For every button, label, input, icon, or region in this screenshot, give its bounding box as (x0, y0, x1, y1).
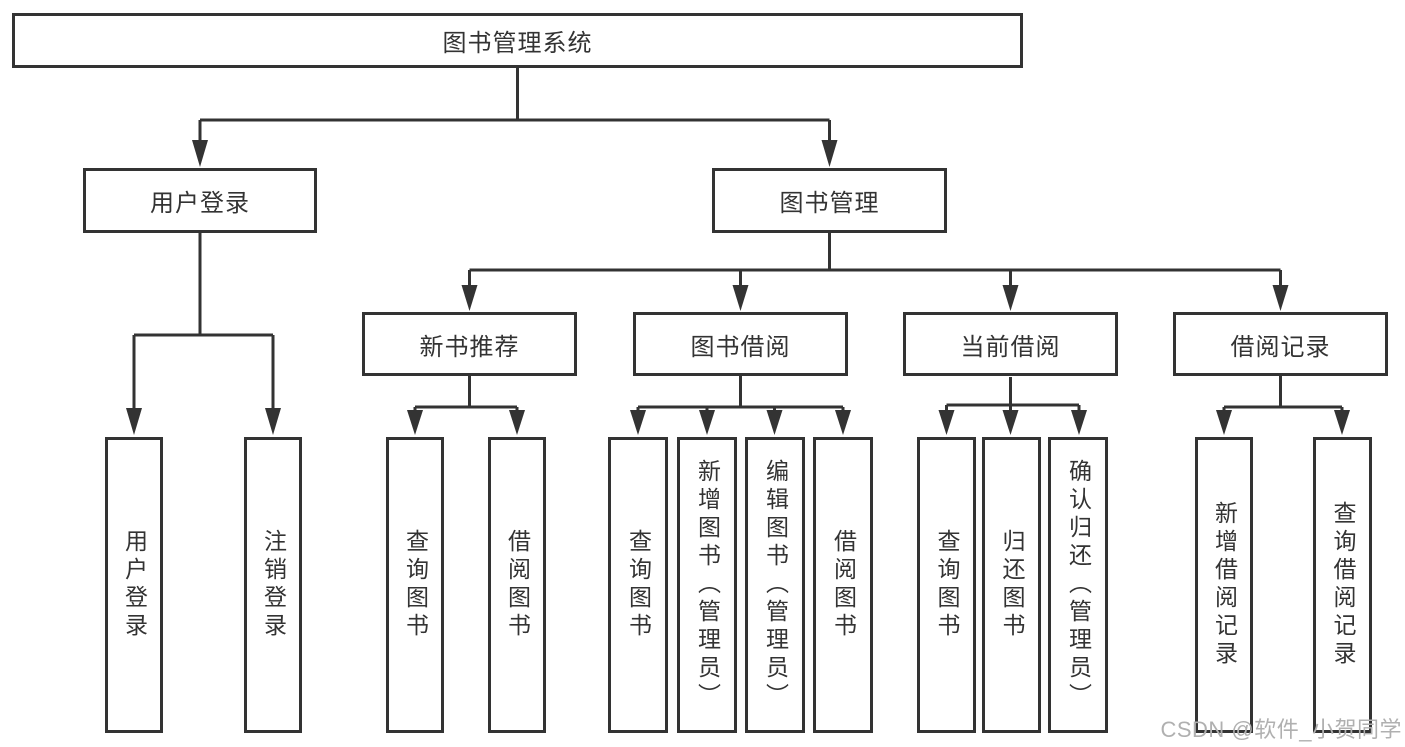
csdn-watermark: CSDN @软件_小贺同学 (1160, 717, 1402, 742)
leaf-logout: 注销登录 (244, 437, 302, 733)
node-label: 图书管理 (779, 190, 880, 217)
leaf-label: 借阅图书 (504, 529, 531, 641)
node-borrow-records: 借阅记录 (1173, 312, 1388, 376)
leaf-label: 查询图书 (402, 529, 429, 641)
node-label: 图书借阅 (690, 333, 791, 361)
leaf-current-query-books: 查询图书 (917, 437, 976, 733)
node-book-borrowing: 图书借阅 (633, 312, 848, 376)
leaf-user-login: 用户登录 (105, 437, 163, 733)
node-label: 新书推荐 (419, 333, 520, 361)
leaf-label: 查询图书 (934, 529, 960, 641)
leaf-label: 新增借阅记录 (1211, 501, 1238, 669)
leaf-borrowing-query-books: 查询图书 (608, 437, 668, 733)
leaf-newbooks-borrow-books: 借阅图书 (488, 437, 546, 733)
node-label: 图书管理系统 (442, 30, 593, 57)
node-library-system: 图书管理系统 (12, 13, 1023, 68)
node-book-management: 图书管理 (712, 168, 947, 233)
leaf-label: 确认归还（管理员） (1065, 459, 1092, 711)
node-current-borrowing: 当前借阅 (903, 312, 1118, 376)
leaf-records-add-borrow-record: 新增借阅记录 (1195, 437, 1253, 733)
leaf-borrowing-edit-books-admin: 编辑图书（管理员） (745, 437, 805, 733)
leaf-records-query-borrow-record: 查询借阅记录 (1313, 437, 1372, 733)
leaf-borrowing-borrow-books: 借阅图书 (813, 437, 873, 733)
leaf-current-return-books: 归还图书 (982, 437, 1041, 733)
leaf-borrowing-add-books-admin: 新增图书（管理员） (677, 437, 737, 733)
leaf-label: 用户登录 (121, 529, 148, 641)
node-label: 当前借阅 (960, 333, 1061, 361)
leaf-label: 注销登录 (260, 529, 287, 641)
node-label: 用户登录 (150, 190, 250, 217)
leaf-label: 查询借阅记录 (1330, 501, 1356, 669)
leaf-label: 查询图书 (625, 529, 652, 641)
leaf-newbooks-query-books: 查询图书 (386, 437, 444, 733)
node-label: 借阅记录 (1230, 333, 1331, 361)
leaf-label: 借阅图书 (830, 529, 857, 641)
arrowheads (126, 140, 1350, 435)
leaf-label: 归还图书 (999, 529, 1025, 641)
node-user-login: 用户登录 (83, 168, 317, 233)
node-new-book-recommend: 新书推荐 (362, 312, 577, 376)
leaf-current-confirm-return-admin: 确认归还（管理员） (1048, 437, 1108, 733)
leaf-label: 新增图书（管理员） (694, 459, 721, 711)
leaf-label: 编辑图书（管理员） (762, 459, 789, 711)
